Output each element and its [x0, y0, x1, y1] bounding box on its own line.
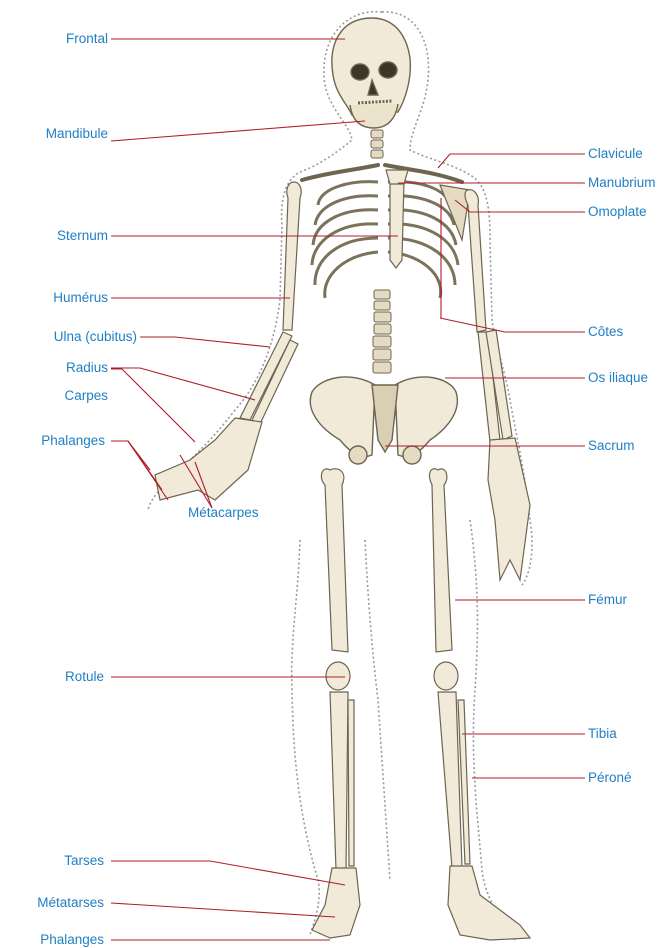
- label-radius: Radius: [66, 360, 108, 376]
- left-leg: [312, 469, 360, 938]
- label-rotule: Rotule: [65, 669, 104, 685]
- leader-ulna: [140, 337, 270, 347]
- label-os-iliaque: Os iliaque: [588, 370, 648, 386]
- leader-phalanges-main-c: [128, 441, 168, 500]
- right-arm: [465, 190, 530, 580]
- label-sternum: Sternum: [57, 228, 108, 244]
- label-manubrium: Manubrium: [588, 175, 656, 191]
- tibia-left: [330, 692, 348, 870]
- mandible: [350, 104, 398, 128]
- label-mandibule: Mandibule: [46, 126, 108, 142]
- ribcage: [312, 182, 458, 298]
- label-omoplate: Omoplate: [588, 204, 647, 220]
- label-tarses: Tarses: [64, 853, 104, 869]
- skull: [332, 18, 410, 128]
- label-clavicule: Clavicule: [588, 146, 643, 162]
- leader-radius: [111, 368, 255, 400]
- femur-right: [430, 469, 452, 652]
- patella-right: [434, 662, 458, 690]
- label-sacrum: Sacrum: [588, 438, 635, 454]
- label-tibia: Tibia: [588, 726, 617, 742]
- leader-tarses: [111, 861, 345, 885]
- left-arm: [155, 182, 301, 500]
- eye-socket-right: [379, 62, 397, 78]
- leader-metatarses: [111, 903, 335, 917]
- hand-right: [488, 438, 530, 580]
- leader-cotes: [440, 318, 585, 332]
- label-femur: Fémur: [588, 592, 627, 608]
- label-carpes-visible: Carpes: [64, 388, 108, 404]
- leader-clavicule: [438, 154, 585, 168]
- label-frontal: Frontal: [66, 31, 108, 47]
- label-ulna: Ulna (cubitus): [54, 329, 137, 345]
- cranium: [332, 18, 410, 115]
- sacrum-shape: [372, 385, 398, 452]
- foot-right: [448, 866, 530, 940]
- iliac-right: [395, 377, 457, 457]
- femur-left: [321, 469, 348, 652]
- label-humerus: Humérus: [53, 290, 108, 306]
- iliac-left: [310, 377, 375, 457]
- label-metatarses: Métatarses: [37, 895, 104, 911]
- label-cotes: Côtes: [588, 324, 623, 340]
- pelvis: [310, 377, 457, 464]
- sternum: [390, 180, 404, 268]
- eye-socket-left: [351, 64, 369, 80]
- hand-left: [155, 418, 262, 500]
- label-metacarpes: Métacarpes: [188, 505, 259, 521]
- label-perone: Péroné: [588, 770, 632, 786]
- patella-left: [326, 662, 350, 690]
- fibula-left: [348, 700, 354, 866]
- manubrium: [386, 170, 408, 184]
- humerus-left: [283, 182, 301, 330]
- leader-mandibule: [111, 121, 365, 141]
- label-phalanges-main: Phalanges: [41, 433, 105, 449]
